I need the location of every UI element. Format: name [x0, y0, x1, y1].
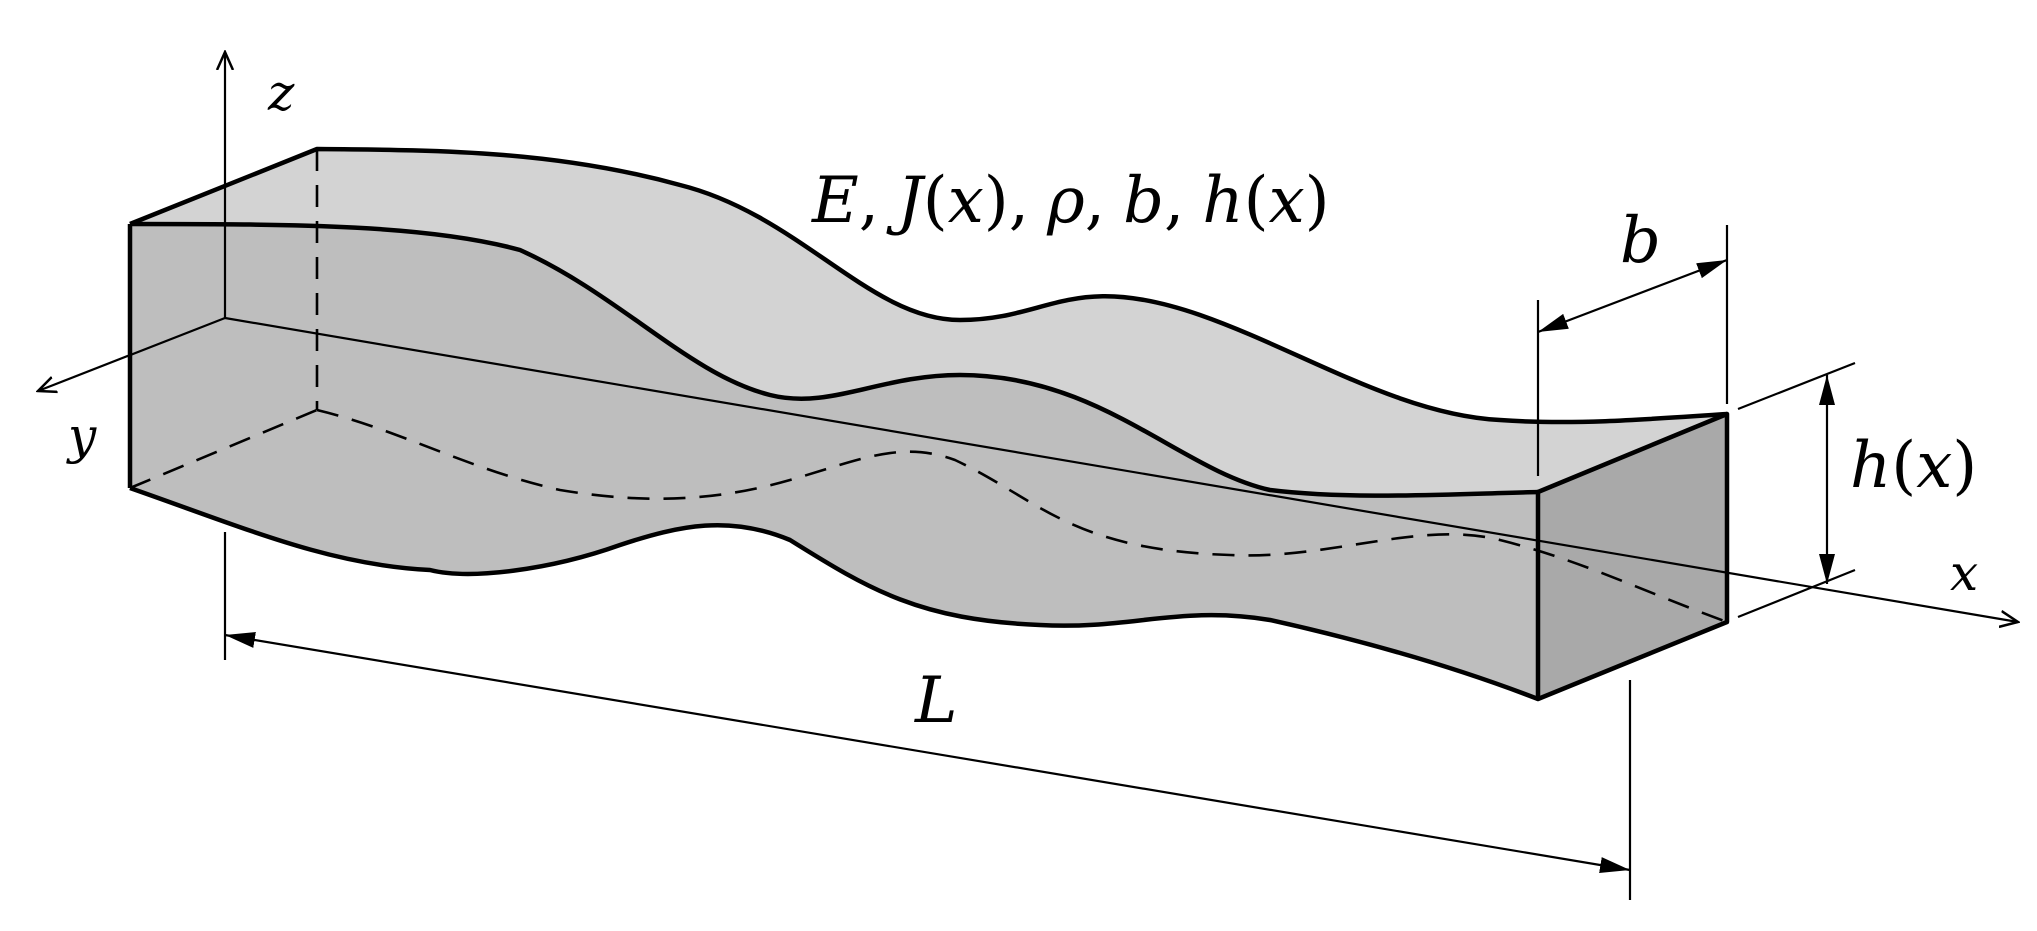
visible-edges [127, 146, 1730, 702]
x-axis-label: x [1950, 544, 1978, 602]
param-b: b [1123, 164, 1164, 238]
param-E: E [811, 164, 859, 238]
param-J: J [886, 164, 926, 238]
beam-top-face [130, 149, 1727, 496]
height-label: h(x) [1850, 429, 1977, 503]
width-dimension-arrow [1537, 258, 1728, 334]
dimension-arrows [224, 258, 1835, 873]
beam-parameters: E,J(x),ρ,b,h(x) [811, 164, 1330, 238]
param-rho: ρ [1046, 164, 1085, 238]
param-h: h [1202, 164, 1243, 238]
z-axis-label: z [267, 64, 295, 122]
beam-front-face [130, 224, 1538, 699]
hidden-edges [129, 149, 1728, 624]
width-label: b [1620, 204, 1661, 278]
x-axis [224, 316, 2018, 622]
y-axis-label: y [66, 407, 97, 465]
length-dimension-arrow [224, 632, 1631, 873]
length-label: L [914, 664, 958, 738]
